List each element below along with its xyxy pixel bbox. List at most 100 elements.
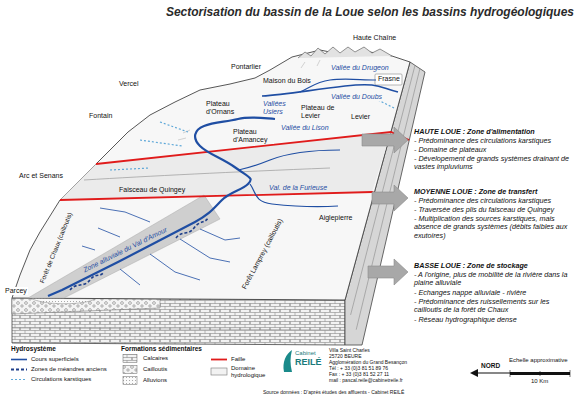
valley-label: Vallée du Drugeon xyxy=(330,64,390,72)
tributary xyxy=(82,208,240,285)
zone-note: - Echanges nappe alluviale - rivière xyxy=(413,289,578,297)
legend-item: Circulations karstiques xyxy=(10,375,91,384)
town-label: Frasne xyxy=(377,75,401,83)
karst-flow xyxy=(110,100,394,170)
legend-swatch xyxy=(10,355,28,364)
zone-note: - Prédominance des circulations karstiqu… xyxy=(413,137,578,145)
pattern-sample xyxy=(123,377,137,385)
town-label: Fontain xyxy=(88,112,113,120)
zone-note: - Réseau hydrographique dense xyxy=(413,316,578,324)
north-label: NORD xyxy=(480,362,501,369)
river xyxy=(250,184,338,207)
zone-heading: MOYENNE LOUE : Zone de transfert xyxy=(413,188,578,196)
river xyxy=(238,150,340,170)
address-line: Fax : + 33 (0)3 81 52 27 11 xyxy=(328,372,390,378)
valley-label: Vallées Usiers xyxy=(262,100,300,116)
legend-text: Cailloutis xyxy=(143,366,167,373)
town-label: Arc et Senans xyxy=(18,172,64,180)
front-face xyxy=(12,298,345,345)
stratum-line xyxy=(12,328,345,330)
town-label: Aiglepierre xyxy=(318,214,353,222)
legend-item: Domaine hydrologique xyxy=(210,365,275,379)
logo-mark xyxy=(283,350,292,372)
address-line: Agglomération du Grand Besançon xyxy=(328,360,408,366)
zone-note: - Prédominance des circulations karstiqu… xyxy=(413,197,578,205)
address-line: mail : pascal.reile@cabinetreile.fr xyxy=(328,378,404,384)
town-label: Parcey xyxy=(4,287,28,295)
plateau-label: Plateau d'Ornans xyxy=(205,100,243,116)
top-surface xyxy=(12,50,410,300)
pattern-sample xyxy=(123,355,137,363)
fold-line xyxy=(84,168,330,180)
valley-label: Val. de la Furieuse xyxy=(268,184,328,192)
legend-item: Faille xyxy=(210,355,245,364)
legend-swatch xyxy=(210,367,228,376)
address-line: 25720 BEURE xyxy=(328,354,363,360)
plateau-label: Plateau d'Amancey xyxy=(232,128,274,144)
zone-note: - Prédominance des ruissellements sur le… xyxy=(413,298,578,315)
scale-value: 10 Km xyxy=(530,378,549,385)
line-sample xyxy=(11,368,27,370)
address-line: Tél : + 33 (0)3 81 51 89 76 xyxy=(328,366,389,372)
town-label: Pontarlier xyxy=(230,63,262,71)
logo-name: REILÉ xyxy=(294,357,323,367)
legend-item: Zones de méandres anciens xyxy=(10,365,107,374)
fold-label: Faisceau de Quingey xyxy=(118,186,186,194)
scale-ticks xyxy=(510,370,570,377)
diagram-title: Sectorisation du bassin de la Loue selon… xyxy=(166,6,574,20)
zone-note: - A l'origine, plus de mobilité de la ri… xyxy=(413,271,578,288)
old-meander xyxy=(70,218,208,290)
legend-text: Circulations karstiques xyxy=(31,376,91,383)
legend-swatch xyxy=(210,355,228,364)
legend-heading: Formations sédimentaires xyxy=(120,345,203,352)
river-loue xyxy=(48,117,275,296)
mountain-ridge xyxy=(298,47,392,58)
legend-text: Calcaires xyxy=(143,355,168,362)
line-sample xyxy=(11,359,27,361)
plateau-label: Plateau de Levier xyxy=(300,104,344,120)
legend-swatch xyxy=(122,376,140,385)
transfer-zone xyxy=(60,132,391,200)
legend-item: Calcaires xyxy=(122,354,168,363)
town-label: Levier xyxy=(350,113,371,121)
zone-note: - Dévelopement de grands systèmes draina… xyxy=(413,155,578,172)
valley-label: Vallée du Doubs xyxy=(330,93,383,101)
domain-sample xyxy=(211,368,227,375)
town-label: Vercel xyxy=(118,80,139,88)
legend-swatch xyxy=(10,375,28,384)
zone-arrow xyxy=(362,127,408,153)
legend-heading: Hydrosystème xyxy=(10,345,57,352)
gravel-layer xyxy=(12,298,160,314)
logo-text: Cabinet xyxy=(294,350,317,357)
pattern-sample xyxy=(123,366,137,374)
legend-item: Cailloutis xyxy=(122,365,167,374)
north-arrow xyxy=(478,372,512,373)
legend-item: Alluvions xyxy=(122,376,167,385)
legend-swatch xyxy=(10,365,28,374)
zone-arrow xyxy=(368,259,408,285)
line-sample xyxy=(11,379,27,380)
zone-arrow xyxy=(372,185,408,211)
zone-heading: BASSE LOUE : Zone de stockage xyxy=(413,262,578,270)
source-note: Source données : D'après études des affl… xyxy=(262,390,405,396)
valley-label: Vallée du Lison xyxy=(280,124,330,132)
town-box xyxy=(375,74,402,85)
zone-note: - Domaine de plateaux xyxy=(413,146,578,154)
legend-swatch xyxy=(122,365,140,374)
zone-note: - Traversée des plis du faisceau de Quin… xyxy=(413,206,578,214)
legend-text: Alluvions xyxy=(143,377,167,384)
scale-title: Echelle approximative xyxy=(508,357,569,364)
legend-item: Cours superficiels xyxy=(10,355,79,364)
address-line: Villa Saint Charles xyxy=(328,348,371,354)
legend-swatch xyxy=(122,354,140,363)
place-label: Maison du Bois xyxy=(262,77,312,85)
legend-text: Cours superficiels xyxy=(31,356,79,363)
legend-text: Faille xyxy=(231,356,245,363)
legend-text: Zones de méandres anciens xyxy=(31,366,107,373)
line-sample xyxy=(211,359,227,361)
range-label: Haute Chaîne xyxy=(352,34,397,42)
legend-text: Domaine hydrologique xyxy=(231,365,275,379)
north-arrow-head xyxy=(470,369,478,377)
zone-note: - Multiplication des sources karstiques,… xyxy=(413,215,578,240)
